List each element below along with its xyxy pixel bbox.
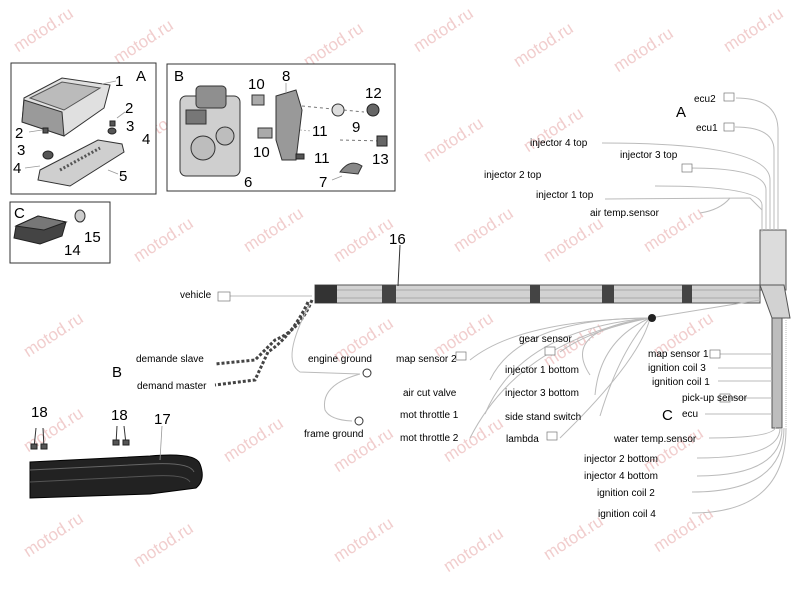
panel-a-letter: A <box>136 68 146 85</box>
callout-1: 1 <box>115 73 123 90</box>
callout-8: 8 <box>282 68 290 85</box>
callout-12: 12 <box>365 85 382 102</box>
label-injector-3-bottom: injector 3 bottom <box>505 388 579 399</box>
callout-14: 14 <box>64 242 81 259</box>
label-water-temp-sensor: water temp.sensor <box>613 434 697 445</box>
screw-part <box>40 443 48 450</box>
callout-11: 11 <box>314 150 330 167</box>
callout-16: 16 <box>389 231 406 248</box>
label-mot-throttle-2: mot throttle 2 <box>400 433 459 444</box>
screw-part <box>109 120 116 127</box>
grommet-part <box>107 127 117 135</box>
branch-letter-b: B <box>112 364 122 381</box>
callout-5: 5 <box>119 168 127 185</box>
label-ecu1: ecu1 <box>696 123 718 134</box>
callout-15: 15 <box>84 229 101 246</box>
label-map-sensor-1: map sensor 1 <box>648 349 709 360</box>
lower-wires <box>230 295 787 514</box>
label-ignition-coil-2: ignition coil 2 <box>597 488 655 499</box>
ecu-part <box>21 77 111 137</box>
top-wires <box>601 97 779 232</box>
b-branch <box>214 299 372 426</box>
callout-2: 2 <box>15 125 23 142</box>
screw-part <box>295 153 305 160</box>
grommet-part <box>42 150 54 160</box>
label-air-cut-valve: air cut valve <box>403 388 457 399</box>
label-ignition-coil-3: ignition coil 3 <box>648 363 706 374</box>
callout-3: 3 <box>126 118 134 135</box>
harness: 16 <box>314 229 791 429</box>
connector-labels: A B C ecu2 ecu1 injector 4 top injector … <box>112 94 748 520</box>
callout-10: 10 <box>253 144 270 161</box>
grommet-part <box>74 209 86 223</box>
sensor-part <box>251 94 265 106</box>
label-ignition-coil-1: ignition coil 1 <box>652 377 710 388</box>
label-mot-throttle-1: mot throttle 1 <box>400 410 459 421</box>
label-injector-1-bottom: injector 1 bottom <box>505 365 579 376</box>
label-gear-sensor: gear sensor <box>519 334 572 345</box>
callout-10: 10 <box>248 76 265 93</box>
callout-3: 3 <box>17 142 25 159</box>
panel-c-letter: C <box>14 205 25 222</box>
callout-4: 4 <box>13 160 21 177</box>
callout-13: 13 <box>372 151 389 168</box>
branch-letter-c: C <box>662 407 673 424</box>
throttle-body-part <box>179 85 241 177</box>
callout-9: 9 <box>352 119 360 136</box>
screw-part <box>30 443 38 450</box>
callout-4: 4 <box>142 131 150 148</box>
label-injector-4-top: injector 4 top <box>530 138 588 149</box>
sensor-part <box>257 127 273 139</box>
label-air-temp-sensor: air temp.sensor <box>590 208 660 219</box>
panel-a: A 1 2 2 3 3 4 4 <box>10 62 157 195</box>
label-ecu2: ecu2 <box>694 94 716 105</box>
connector-tags <box>217 92 735 441</box>
panel-b-letter: B <box>174 68 184 85</box>
callout-18: 18 <box>111 407 128 424</box>
callout-17: 17 <box>154 411 171 428</box>
label-injector-2-bottom: injector 2 bottom <box>584 454 658 465</box>
screw-part <box>42 127 49 134</box>
bolt-part <box>376 135 388 147</box>
nut-part <box>366 103 380 117</box>
mount-plate-part <box>275 89 303 161</box>
panel-b: B 6 8 10 10 11 11 <box>166 63 396 192</box>
label-injector-3-top: injector 3 top <box>620 150 678 161</box>
label-demande-slave: demande slave <box>136 354 204 365</box>
callout-2: 2 <box>125 100 133 117</box>
screw-part <box>122 439 130 446</box>
label-side-stand-switch: side stand switch <box>505 412 581 423</box>
label-injector-1-top: injector 1 top <box>536 190 594 201</box>
label-map-sensor-2: map sensor 2 <box>396 354 457 365</box>
callout-18: 18 <box>31 404 48 421</box>
label-lambda: lambda <box>506 434 539 445</box>
label-injector-2-top: injector 2 top <box>484 170 542 181</box>
clip-part <box>339 162 363 175</box>
panel-c: C 14 15 <box>9 201 111 264</box>
label-frame-ground: frame ground <box>304 429 363 440</box>
label-demand-master: demand master <box>137 381 207 392</box>
washer-part <box>331 103 345 117</box>
label-vehicle: vehicle <box>180 290 212 301</box>
label-ecu: ecu <box>682 409 698 420</box>
callout-7: 7 <box>319 174 327 191</box>
label-pick-up-sensor: pick-up sensor <box>682 393 748 404</box>
label-engine-ground: engine ground <box>308 354 372 365</box>
callout-11: 11 <box>312 123 328 140</box>
boot-part <box>29 454 203 499</box>
label-ignition-coil-4: ignition coil 4 <box>598 509 656 520</box>
screw-part <box>112 439 120 446</box>
label-injector-4-bottom: injector 4 bottom <box>584 471 658 482</box>
bracket-part <box>37 139 125 187</box>
boot-assembly: 17 18 18 <box>29 404 203 499</box>
callout-6: 6 <box>244 174 252 191</box>
branch-letter-a: A <box>676 104 686 121</box>
